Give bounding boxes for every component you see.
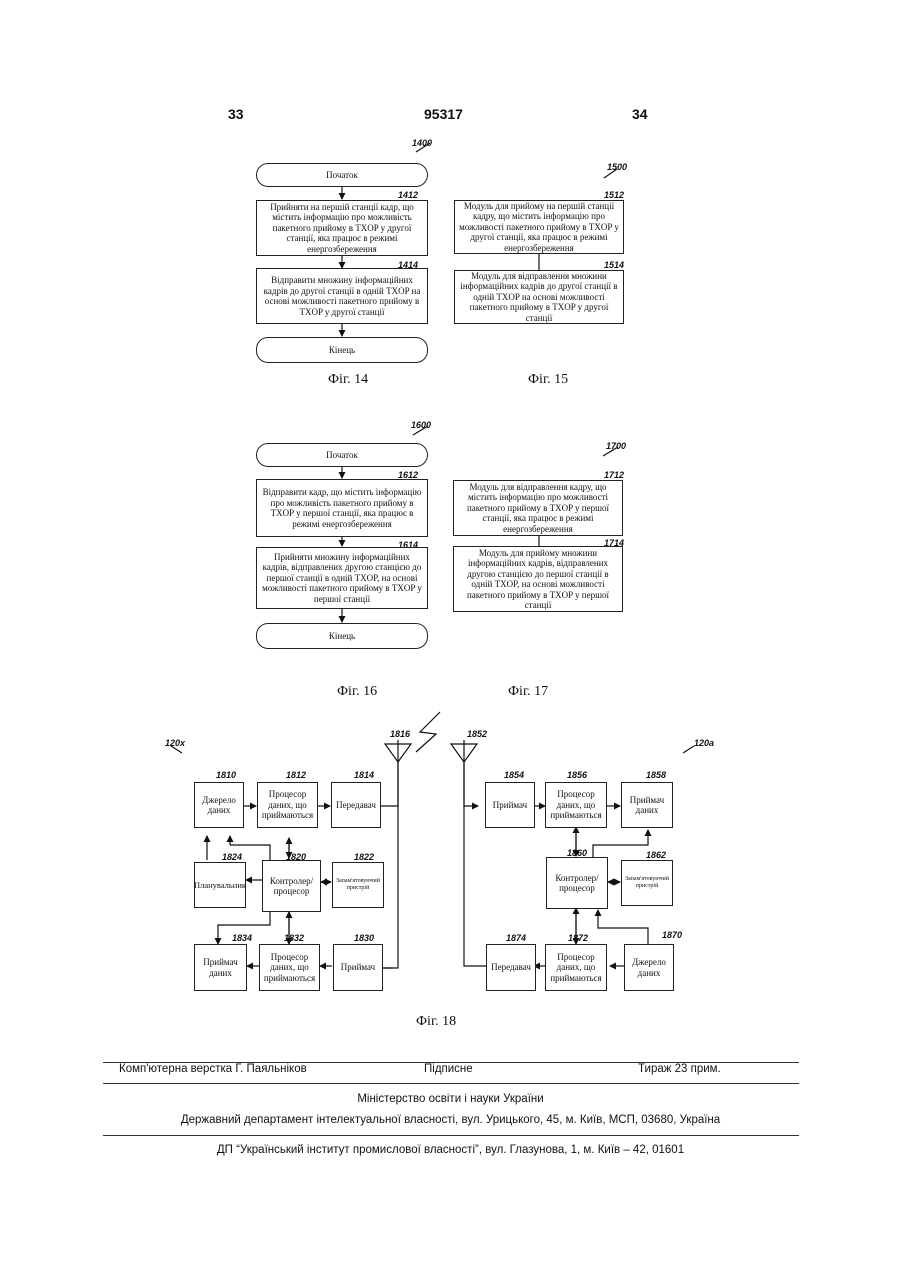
b1814-ref: 1814 [354, 770, 374, 780]
rx-data-processor-1832: Процесор даних, що приймаються [259, 944, 320, 991]
b1834-ref: 1834 [232, 933, 252, 943]
institute: ДП “Український інститут промислової вла… [0, 1144, 901, 1156]
transmitter-1814: Передавач [331, 782, 381, 828]
fig16-start: Початок [256, 443, 428, 467]
fig15-m2-ref: 1514 [604, 260, 624, 270]
b1856-ref: 1856 [567, 770, 587, 780]
fig15-caption: Фіг. 15 [528, 372, 568, 388]
receiver-1830: Приймач [333, 944, 383, 991]
fig14-caption: Фіг. 14 [328, 372, 368, 388]
b1854-ref: 1854 [504, 770, 524, 780]
receiver-1854: Приймач [485, 782, 535, 828]
fig17-m1-ref: 1712 [604, 470, 624, 480]
fig14-step2: Відправити множину інформаційних кадрів … [256, 268, 428, 324]
fig18-left-ref: 120x [165, 738, 185, 748]
footer-rule-bottom [103, 1135, 799, 1136]
signed-label: Підписне [424, 1063, 473, 1075]
controller-processor-1860: Контролер/ процесор [546, 857, 608, 909]
memory-1862: Запам'ятовуючий пристрій [621, 860, 673, 906]
b1832-ref: 1832 [284, 933, 304, 943]
transmitter-1874: Передавач [486, 944, 536, 991]
fig16-end: Кінець [256, 623, 428, 649]
rx-data-processor-1856: Процесор даних, що приймаються [545, 782, 607, 828]
fig15-module2: Модуль для відправлення множини інформац… [454, 270, 624, 324]
fig16-ref: 1600 [411, 420, 431, 430]
fig16-caption: Фіг. 16 [337, 684, 377, 700]
antenna-left-ref: 1816 [390, 729, 410, 739]
memory-1822: Запам'ятовуючий пристрій [332, 862, 384, 908]
antenna-right-ref: 1852 [467, 729, 487, 739]
footer-rule-mid [103, 1083, 799, 1084]
rx-data-processor-1872: Процесор даних, що приймаються [545, 944, 607, 991]
fig15-m1-ref: 1512 [604, 190, 624, 200]
data-receiver-1834: Приймач даних [194, 944, 247, 991]
fig17-module2: Модуль для прийому множини інформаційних… [453, 546, 623, 612]
fig14-end: Кінець [256, 337, 428, 363]
fig17-module1: Модуль для відправлення кадру, що містит… [453, 480, 623, 536]
b1858-ref: 1858 [646, 770, 666, 780]
b1874-ref: 1874 [506, 933, 526, 943]
b1824-ref: 1824 [222, 852, 242, 862]
b1830-ref: 1830 [354, 933, 374, 943]
b1822-ref: 1822 [354, 852, 374, 862]
data-source-1810: Джерело даних [194, 782, 244, 828]
layout-credit: Комп'ютерна верстка Г. Паяльніков [119, 1063, 307, 1075]
fig14-step1: Прийняти на першій станції кадр, що міст… [256, 200, 428, 256]
fig15-module1: Модуль для прийому на першій станції кад… [454, 200, 624, 254]
b1862-ref: 1862 [646, 850, 666, 860]
rx-data-processor-1812: Процесор даних, що приймаються [257, 782, 318, 828]
fig14-step1-ref: 1412 [398, 190, 418, 200]
department: Державний департамент інтелектуальної вл… [0, 1114, 901, 1126]
fig15-ref: 1500 [607, 162, 627, 172]
fig16-step2: Прийняти множину інформаційних кадрів, в… [256, 547, 428, 609]
ministry: Міністерство освіти і науки України [0, 1093, 901, 1105]
b1872-ref: 1872 [568, 933, 588, 943]
fig18-caption: Фіг. 18 [416, 1014, 456, 1030]
fig17-ref: 1700 [606, 441, 626, 451]
fig17-caption: Фіг. 17 [508, 684, 548, 700]
circulation: Тираж 23 прим. [638, 1063, 721, 1075]
fig14-start: Початок [256, 163, 428, 187]
b1810-ref: 1810 [216, 770, 236, 780]
data-source-1870: Джерело даних [624, 944, 674, 991]
scheduler-1824: Планувальник [194, 862, 246, 908]
controller-processor-1820: Контролер/ процесор [262, 860, 321, 912]
data-receiver-1858: Приймач даних [621, 782, 673, 828]
fig18-right-ref: 120a [694, 738, 714, 748]
b1812-ref: 1812 [286, 770, 306, 780]
fig14-ref: 1400 [412, 138, 432, 148]
fig16-step1: Відправити кадр, що містить інформацію п… [256, 479, 428, 537]
b1870-ref: 1870 [662, 930, 682, 940]
